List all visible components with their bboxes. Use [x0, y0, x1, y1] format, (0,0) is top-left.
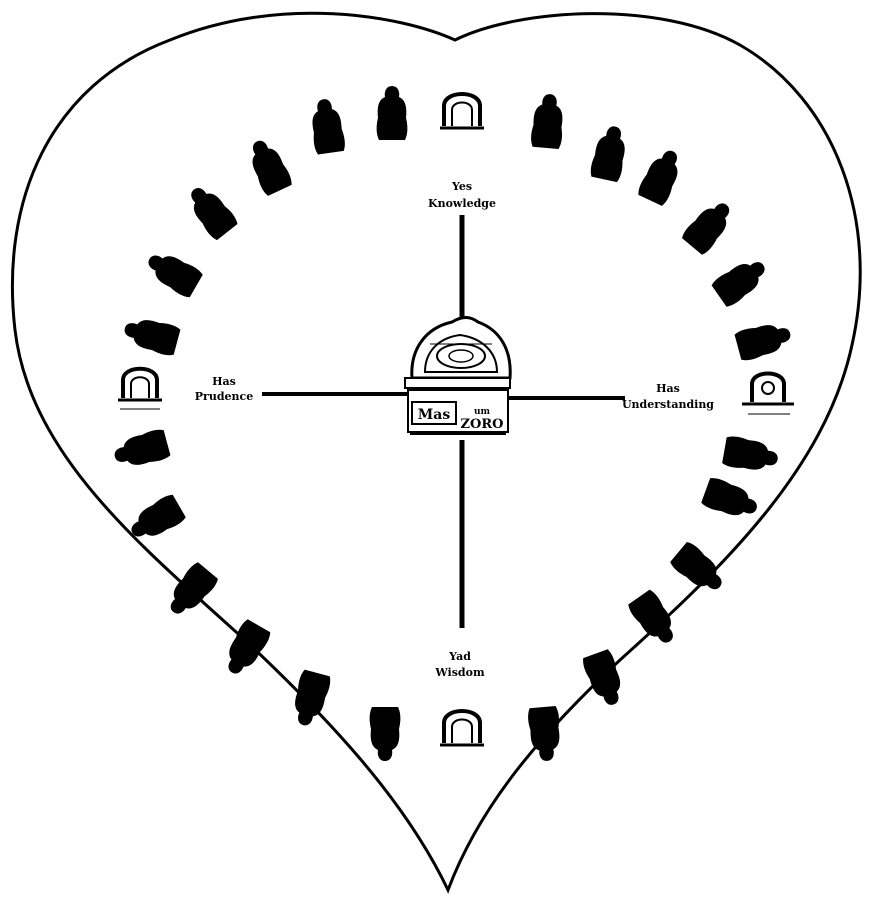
figure-silhouette — [636, 145, 687, 207]
shrine-icon-bottom — [440, 711, 484, 745]
svg-text:Wisdom: Wisdom — [434, 666, 485, 679]
center-emblem: Mas um ZORO — [405, 318, 510, 435]
svg-text:Prudence: Prudence — [195, 390, 253, 403]
svg-text:Yes: Yes — [451, 180, 472, 193]
svg-text:Has: Has — [212, 375, 236, 388]
figure-silhouette — [182, 180, 240, 242]
label-bottom: Yad Wisdom — [434, 650, 485, 679]
plaque-right-top: um — [474, 407, 491, 417]
figure-silhouette — [626, 588, 682, 650]
label-right: Has Understanding — [622, 382, 714, 411]
figure-silhouette — [121, 313, 181, 357]
figure-silhouette — [219, 618, 273, 680]
figure-silhouette — [111, 428, 171, 472]
svg-text:Knowledge: Knowledge — [428, 197, 496, 210]
figure-silhouette — [370, 707, 401, 761]
figure-silhouette — [734, 318, 794, 362]
figure-silhouette — [710, 252, 772, 308]
figure-silhouette — [161, 561, 219, 622]
figure-silhouette — [142, 246, 204, 300]
figure-silhouette — [527, 706, 562, 762]
plaque-left-text: Mas — [418, 407, 451, 423]
figure-silhouette — [700, 476, 761, 523]
figure-silhouette — [243, 135, 294, 197]
svg-text:Has: Has — [656, 382, 680, 395]
figure-silhouette — [530, 93, 565, 149]
figure-silhouette — [308, 97, 346, 155]
svg-text:Yad: Yad — [448, 650, 471, 663]
label-left: Has Prudence — [195, 375, 253, 403]
figure-silhouette — [377, 86, 408, 140]
figure-silhouette — [589, 123, 630, 182]
shrine-icon-left — [118, 369, 162, 409]
shrine-icon-top — [440, 94, 484, 128]
figure-silhouette — [722, 435, 781, 475]
shrine-icon-right — [742, 374, 794, 415]
label-top: Yes Knowledge — [428, 180, 496, 210]
plaque-right-bottom: ZORO — [461, 417, 504, 432]
svg-text:Understanding: Understanding — [622, 398, 714, 411]
figure-silhouette — [680, 195, 738, 256]
figure-silhouette — [669, 540, 730, 598]
